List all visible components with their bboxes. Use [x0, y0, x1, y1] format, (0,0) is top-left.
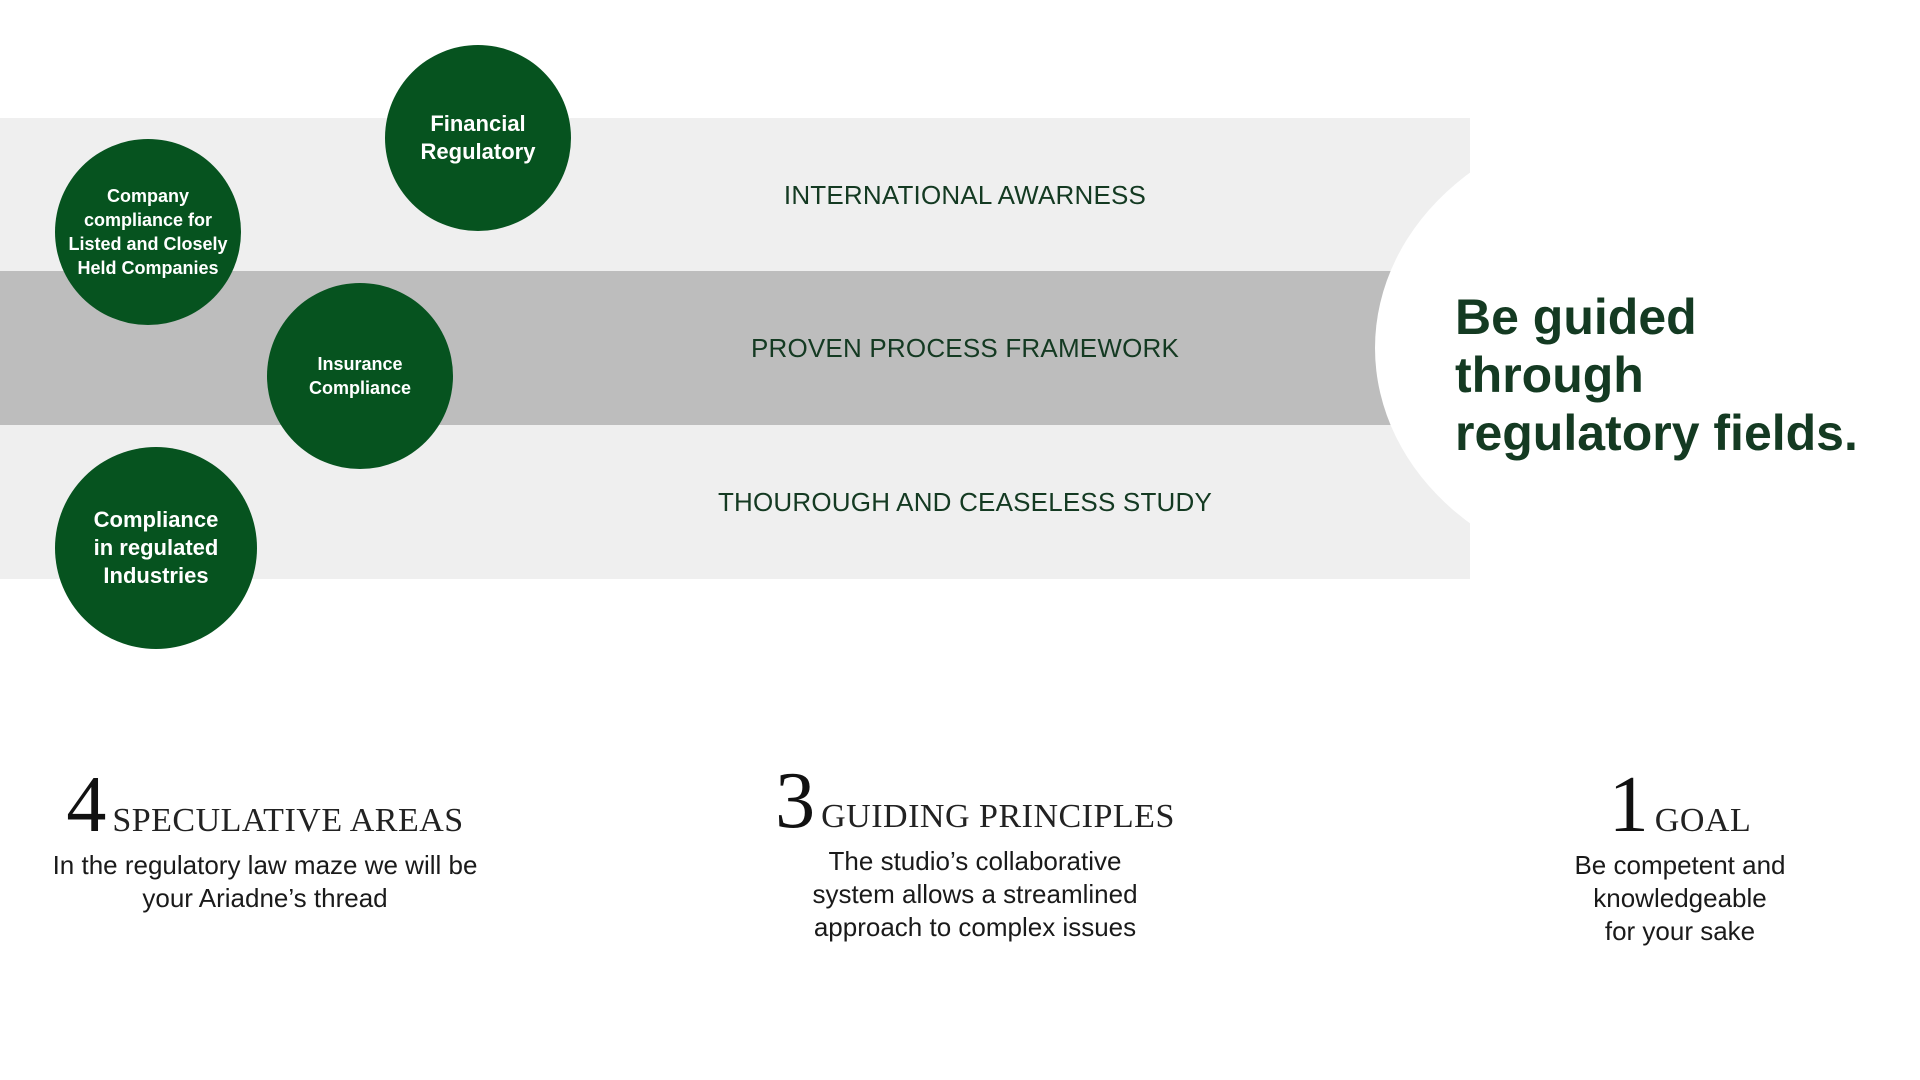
stat-number: 3	[775, 757, 816, 845]
stat-word: GUIDING PRINCIPLES	[821, 798, 1175, 835]
band-label-thourough-study: THOUROUGH AND CEASELESS STUDY	[717, 487, 1213, 517]
circle-label: Compliance in regulated Industries	[93, 507, 219, 588]
circle-label: Company compliance for Listed and Closel…	[68, 186, 228, 278]
headline: Be guided through regulatory fields.	[1455, 289, 1858, 461]
band-label-proven-process-framework: PROVEN PROCESS FRAMEWORK	[750, 333, 1180, 363]
stat-word: SPECULATIVE AREAS	[112, 802, 464, 839]
band-label-international-awarness: INTERNATIONAL AWARNESS	[783, 180, 1147, 210]
band-middle	[0, 271, 1470, 425]
stat-description: In the regulatory law maze we will be yo…	[52, 850, 478, 913]
stat-number: 1	[1608, 761, 1649, 849]
stat-word: GOAL	[1654, 802, 1752, 839]
circle-financial-regulatory: Financial Regulatory	[385, 45, 571, 231]
arc-cutout	[1375, 116, 1920, 580]
circle-compliance-industries: Compliance in regulated Industries	[55, 447, 257, 649]
stat-number: 4	[66, 761, 107, 849]
stat-description: Be competent and knowledgeable for your …	[1574, 850, 1786, 946]
circle-company-compliance: Company compliance for Listed and Closel…	[55, 139, 241, 325]
circle-insurance-compliance: Insurance Compliance	[267, 283, 453, 469]
circle-label: Insurance Compliance	[308, 354, 412, 398]
circle-label: Financial Regulatory	[420, 111, 536, 164]
band-top	[0, 118, 1470, 271]
stat-description: The studio’s collaborative system allows…	[812, 846, 1138, 942]
